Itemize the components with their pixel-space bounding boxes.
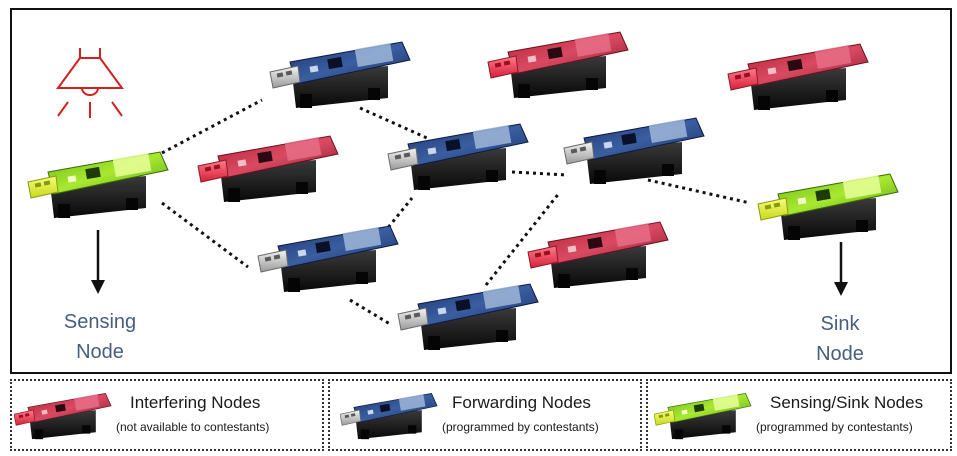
- legend-interfering-subtitle: (not available to contestants): [116, 420, 270, 434]
- link-sensing-to-forwarding-1: [161, 98, 263, 155]
- legend-sensing-sink-title: Sensing/Sink Nodes: [770, 393, 924, 412]
- forwarding-node-4: [257, 225, 399, 293]
- link-forwarding-3-to-sink: [647, 178, 751, 205]
- network-diagram-canvas: [27, 31, 899, 351]
- link-forwarding-1-to-forwarding-2: [359, 106, 428, 140]
- interfering-node-icon: [14, 393, 112, 440]
- sensing-label-line1: Sensing: [63, 311, 137, 333]
- link-forwarding-4-to-forwarding-5: [349, 298, 391, 326]
- sink-node: [757, 173, 899, 241]
- link-forwarding-2-to-forwarding-3: [511, 170, 568, 177]
- legend-sensing-sink-subtitle: (programmed by contestants): [756, 420, 913, 434]
- forwarding-node-icon: [340, 393, 438, 440]
- forwarding-node-1: [269, 41, 411, 109]
- legend-sensing-sink: Sensing/Sink Nodes (programmed by contes…: [646, 379, 952, 451]
- sensing-node: [27, 151, 169, 219]
- sink-arrow: [834, 242, 848, 296]
- lamp-icon: [56, 48, 124, 118]
- sensing-node-label: Sensing Node: [45, 307, 155, 367]
- forwarding-node-3: [563, 117, 705, 185]
- interfering-node-3: [727, 43, 869, 111]
- forwarding-node-2: [387, 123, 529, 191]
- sink-node-label: Sink Node: [795, 309, 885, 369]
- legend-interfering: Interfering Nodes (not available to cont…: [10, 379, 324, 451]
- link-sensing-to-forwarding-4: [161, 201, 249, 269]
- network-links: [161, 98, 751, 326]
- legend-interfering-title: Interfering Nodes: [130, 393, 261, 412]
- sensing-arrow: [91, 230, 105, 294]
- legend-forwarding: Forwarding Nodes (programmed by contesta…: [328, 379, 642, 451]
- sensing-label-line2: Node: [76, 341, 124, 363]
- sink-label-line2: Node: [816, 343, 864, 365]
- forwarding-node-5: [397, 283, 539, 351]
- network-diagram: Sensing Node Sink Node: [10, 8, 952, 374]
- legend-forwarding-title: Forwarding Nodes: [452, 393, 591, 412]
- interfering-node-4: [527, 221, 669, 289]
- sink-label-line1: Sink: [820, 313, 860, 335]
- sensing-sink-node-icon: [654, 393, 752, 440]
- legend: Interfering Nodes (not available to cont…: [10, 379, 952, 453]
- link-forwarding-5-to-forwarding-3: [484, 191, 562, 286]
- interfering-node-2: [487, 31, 629, 99]
- interfering-node-1: [197, 135, 339, 203]
- legend-forwarding-subtitle: (programmed by contestants): [442, 420, 599, 434]
